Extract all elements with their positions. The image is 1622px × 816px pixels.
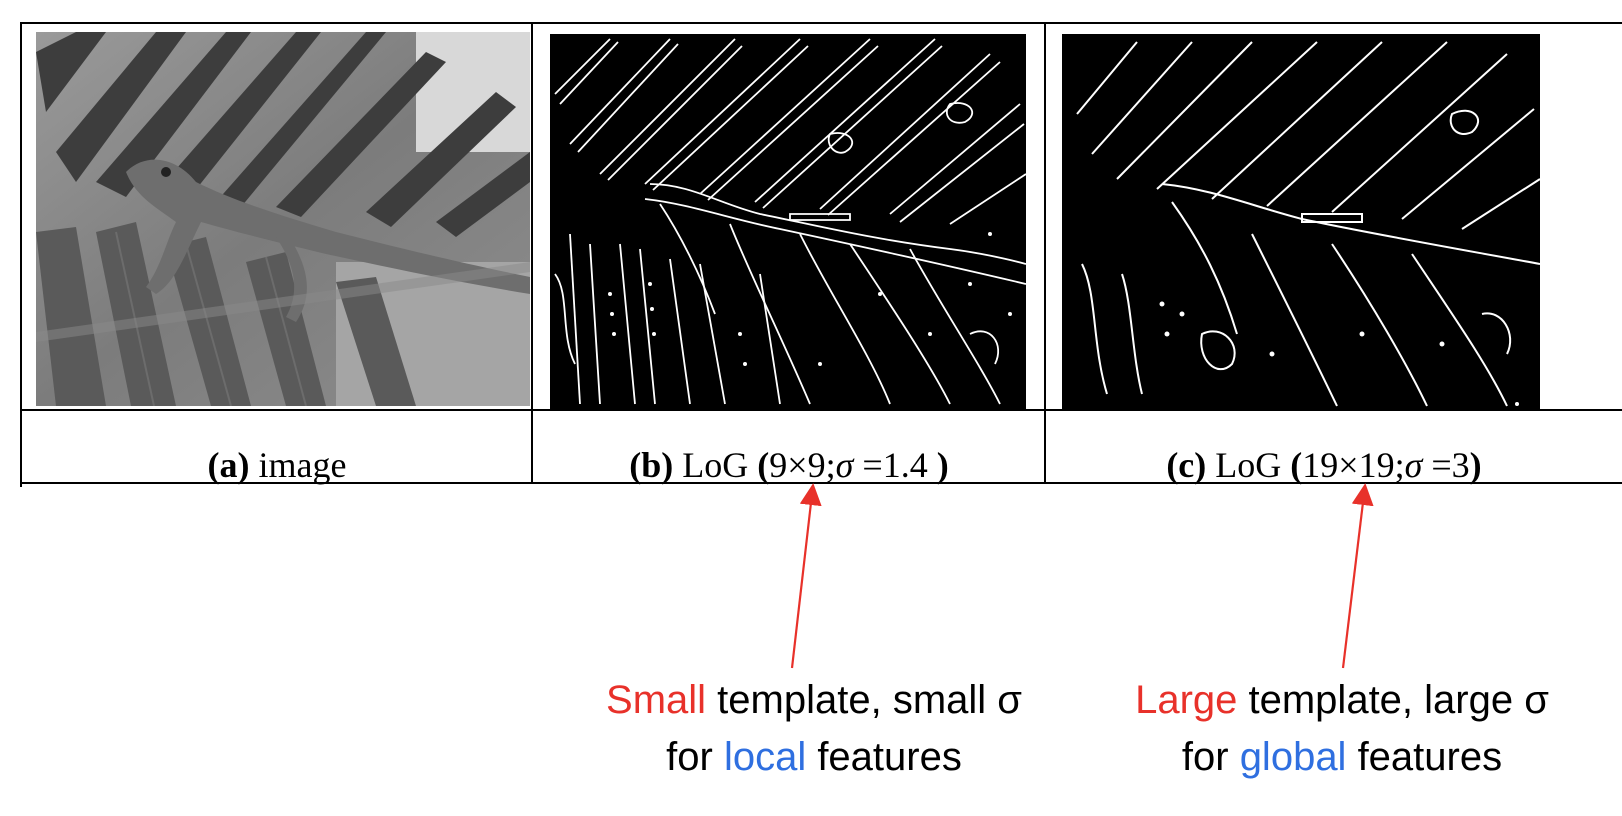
note-small-scope: local	[723, 735, 807, 779]
note-large-line1-rest: template, large σ	[1237, 678, 1549, 722]
note-large-emph: Large	[1135, 678, 1238, 722]
caption-c-sigma-symbol: σ	[1404, 445, 1423, 485]
note-small-line-2: for local features	[554, 729, 1074, 786]
note-small-emph: Small	[606, 678, 707, 722]
caption-b-sigma-value: 1.4	[882, 445, 928, 485]
table-top-rule	[20, 22, 1622, 24]
caption-a: (a) image	[22, 428, 532, 503]
caption-b-sigma-symbol: σ	[835, 445, 854, 485]
note-small-line2-post: features	[806, 735, 962, 779]
note-small-line-1: Small template, small σ	[554, 672, 1074, 729]
note-large-scope: global	[1239, 735, 1347, 779]
caption-b-size: 9×9;	[769, 445, 836, 485]
caption-c-title: LoG	[1215, 445, 1282, 485]
arrow-small-to-b	[790, 483, 822, 669]
caption-c-sigma-eq: =	[1431, 445, 1452, 485]
caption-c: (c) LoG (19×19;σ =3)	[1046, 428, 1602, 503]
table-left-rule	[20, 22, 22, 487]
caption-b-label: (b)	[629, 445, 674, 485]
caption-b-paren-close: )	[936, 445, 949, 485]
table-bottom-rule	[20, 482, 1622, 484]
table-mid-rule	[20, 409, 1622, 411]
caption-c-size: 19×19;	[1302, 445, 1405, 485]
caption-a-title: image	[258, 445, 347, 485]
note-small-line1-rest: template, small σ	[706, 678, 1022, 722]
caption-b-paren-open: (	[757, 445, 770, 485]
caption-b-title: LoG	[682, 445, 749, 485]
caption-c-sigma-value: 3	[1451, 445, 1470, 485]
caption-c-paren-open: (	[1290, 445, 1303, 485]
note-large-line-2: for global features	[1082, 729, 1602, 786]
note-large-line2-post: features	[1346, 735, 1503, 779]
table-divider-2	[1044, 22, 1046, 484]
caption-a-label: (a)	[207, 445, 250, 485]
note-large-line-1: Large template, large σ	[1082, 672, 1602, 729]
figure-table	[20, 22, 1622, 503]
caption-b: (b) LoG (9×9;σ =1.4 )	[533, 428, 1045, 503]
note-small-line2-pre: for	[666, 735, 724, 779]
arrow-large-to-c	[1341, 483, 1374, 669]
note-large-template: Large template, large σ for global featu…	[1082, 672, 1602, 786]
table-divider-1	[531, 22, 533, 484]
panel-b-edge-map	[550, 34, 1026, 410]
caption-c-label: (c)	[1166, 445, 1207, 485]
panel-a-image	[36, 32, 530, 406]
caption-c-paren-close: )	[1469, 445, 1482, 485]
panel-c-edge-map	[1062, 34, 1540, 410]
caption-b-sigma-eq: =	[862, 445, 883, 485]
note-large-line2-pre: for	[1181, 735, 1240, 779]
note-small-template: Small template, small σ for local featur…	[554, 672, 1074, 786]
